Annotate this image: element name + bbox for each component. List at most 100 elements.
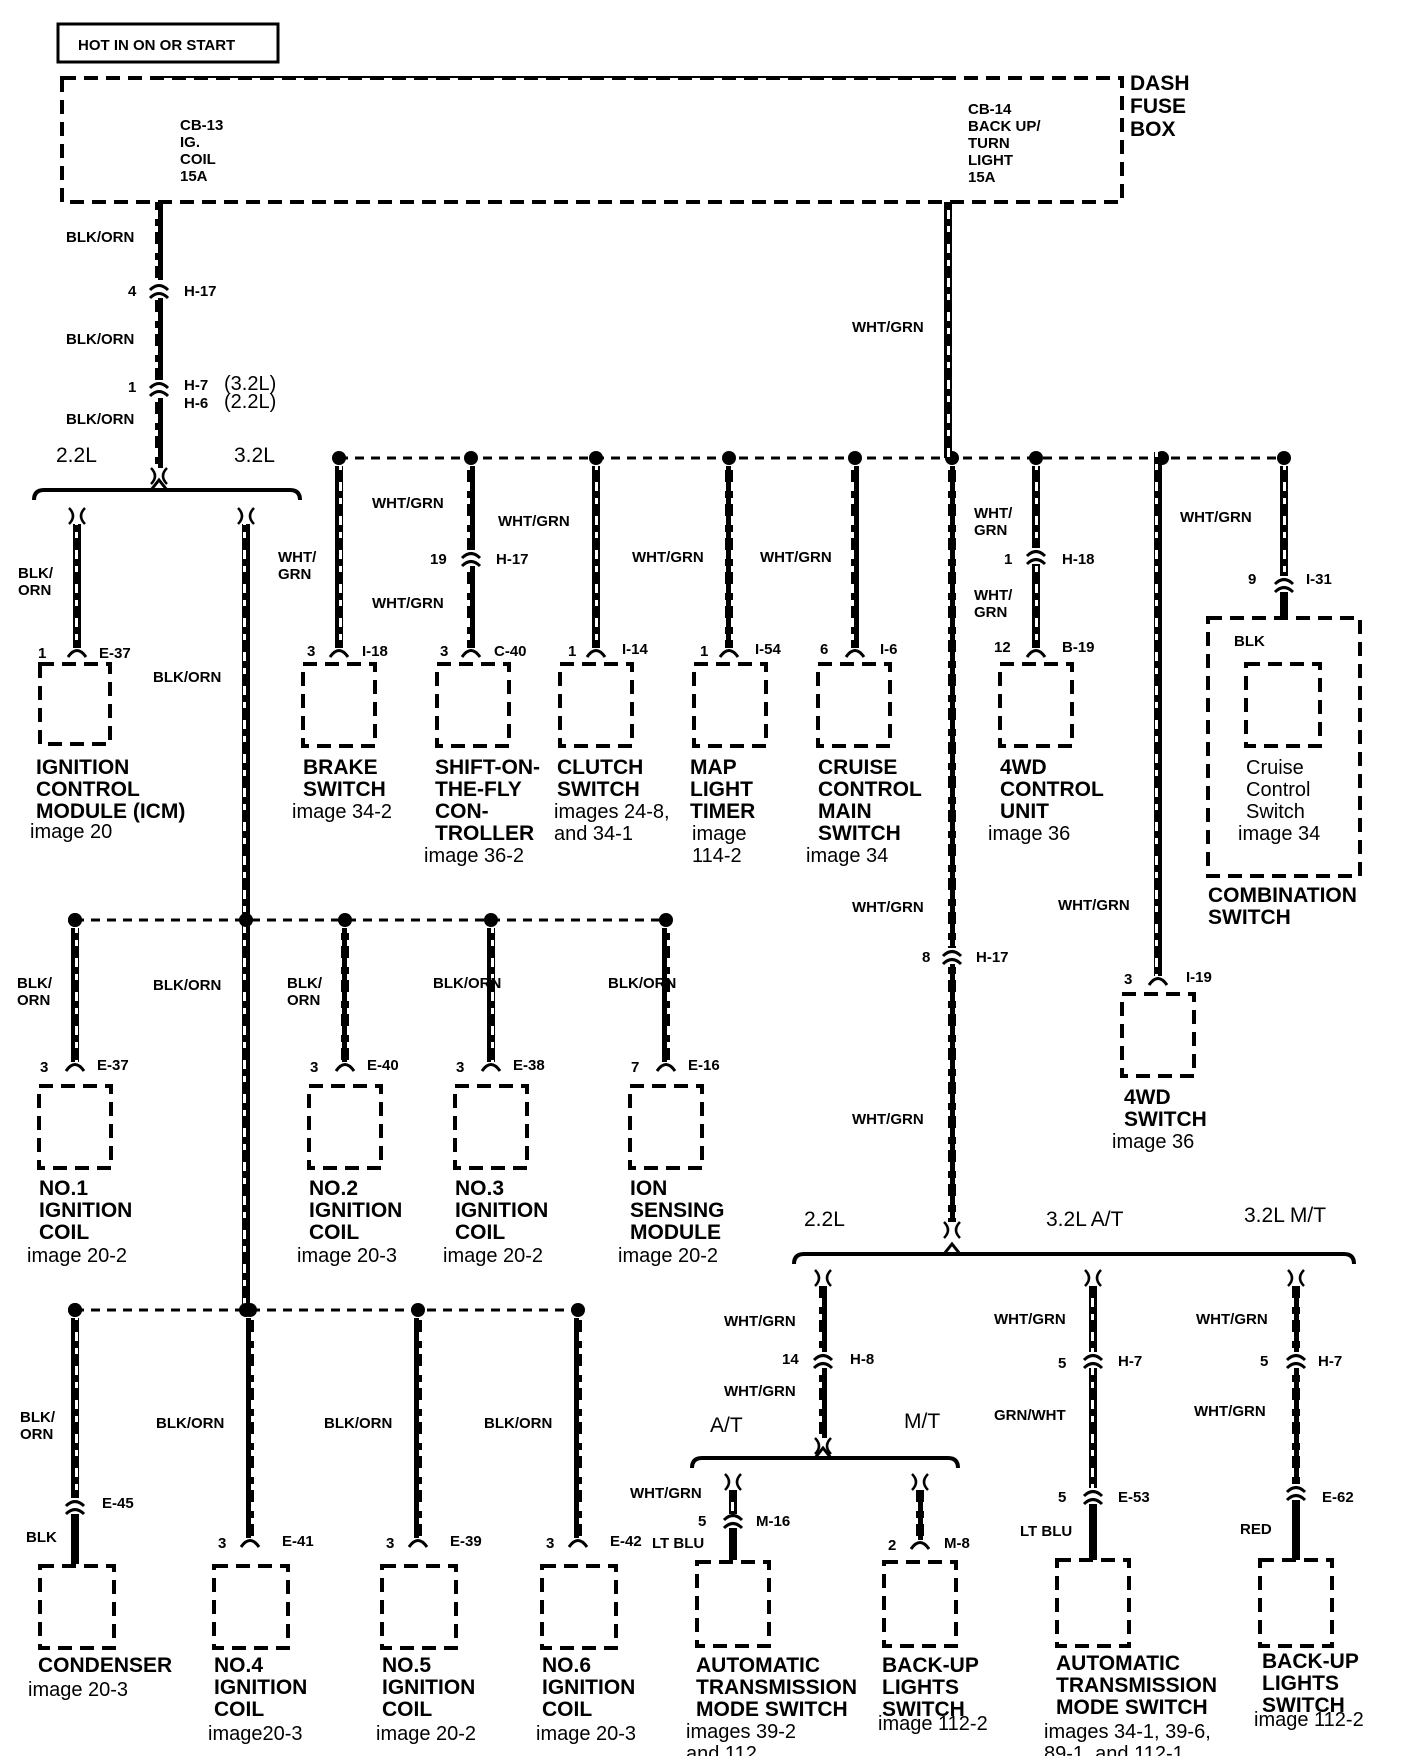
connector-id: I-19 (1186, 969, 1212, 986)
component-label: COMBINATION (1208, 884, 1357, 907)
component-label: 4WD (1124, 1086, 1171, 1109)
connector-id: E-45 (102, 1495, 134, 1512)
component-label: COIL (214, 1698, 264, 1721)
split-peak (942, 1241, 962, 1255)
pin-number: 1 (128, 379, 136, 396)
connector-id: B-19 (1062, 639, 1095, 656)
connector-id: H-17 (496, 551, 529, 568)
wire (487, 928, 495, 1062)
pin-number: 14 (782, 1351, 799, 1368)
connector-symbol (480, 1063, 502, 1072)
connector-id: H-18 (1062, 551, 1095, 568)
pin-number: 1 (568, 643, 576, 660)
component-label: BACK-UP (882, 1654, 979, 1677)
component-ref: image 36-2 (424, 845, 524, 867)
component-label: Switch (1246, 801, 1305, 823)
wire-color: WHT/GRN (1180, 509, 1252, 526)
fuse-box-title: DASH (1130, 72, 1190, 95)
inline-connector (1082, 1354, 1104, 1362)
component-label: SWITCH (882, 1698, 965, 1721)
wire-color: BLK/ (18, 565, 54, 582)
component-label: LIGHTS (1262, 1672, 1339, 1695)
icm-label: IGNITION (36, 756, 129, 779)
fourwd-control-unit-box (998, 662, 1074, 748)
wire-color: BLK/ORN (324, 1415, 392, 1432)
wire (851, 466, 859, 648)
inline-connector (148, 284, 170, 292)
connector-id: M-16 (756, 1513, 790, 1530)
connector-symbol (239, 1539, 261, 1548)
wire-color: BLK (1234, 633, 1265, 650)
wire (662, 928, 670, 1062)
component-label: SWITCH (1262, 1694, 1345, 1717)
component-label: MAP (690, 756, 737, 779)
component-label: NO.6 (542, 1654, 591, 1677)
wire-color: WHT/GRN (852, 899, 924, 916)
component-label: 4WD (1000, 756, 1047, 779)
wire (944, 202, 952, 458)
connector-id: H-7 (1118, 1353, 1142, 1370)
component-ref: image 36 (1112, 1131, 1194, 1153)
component-label: TROLLER (435, 822, 534, 845)
pin-number: 5 (1058, 1489, 1066, 1506)
coil-box (540, 1564, 618, 1650)
split-peak (813, 1445, 833, 1459)
component-label: Control (1246, 779, 1310, 801)
component-label: AUTOMATIC (1056, 1652, 1180, 1675)
component-ref: 89-1, and 112-1 (1044, 1743, 1184, 1756)
hot-label: HOT IN ON OR START (78, 37, 235, 54)
component-label: NO.3 (455, 1177, 504, 1200)
wire (948, 964, 956, 1222)
wire-color: BLK/ (17, 975, 53, 992)
wire-color: LT BLU (652, 1535, 704, 1552)
wire-color: WHT/GRN (1196, 1311, 1268, 1328)
splice-dot (659, 913, 673, 927)
component-label: TIMER (690, 800, 755, 823)
splice-dot (338, 913, 352, 927)
connector-symbol (460, 649, 482, 658)
component-label: UNIT (1000, 800, 1049, 823)
inline-connector (148, 292, 170, 300)
component-ref: 114-2 (692, 845, 742, 867)
wire-color: WHT/GRN (852, 319, 924, 336)
connector-symbol (1147, 977, 1169, 986)
connector-id: E-40 (367, 1057, 399, 1074)
wire-color: BLK/ORN (608, 975, 676, 992)
connector-id: C-40 (494, 643, 527, 660)
connector-id: E-37 (97, 1057, 129, 1074)
connector-symbol (64, 1063, 86, 1072)
wire-color: BLK/ORN (156, 1415, 224, 1432)
cb14-label: CB-14 (968, 101, 1012, 118)
inline-connector (1025, 550, 1047, 558)
connector-id: E-39 (450, 1533, 482, 1550)
connector-symbol (585, 649, 607, 658)
component-label: MODE SWITCH (696, 1698, 848, 1721)
coil-box (37, 1084, 113, 1170)
splice-dot (68, 1303, 82, 1317)
splice-dot (1277, 451, 1291, 465)
wire-color: WHT/GRN (1194, 1403, 1266, 1420)
hot-indicator-box (56, 22, 280, 64)
component-label: COIL (382, 1698, 432, 1721)
splice-dot (848, 451, 862, 465)
wire (246, 1318, 254, 1538)
wire-color: WHT/GRN (630, 1485, 702, 1502)
inline-connector (1285, 1486, 1307, 1494)
wire-solid (729, 1528, 737, 1560)
splice-dot (243, 1303, 257, 1317)
wire-color: WHT/ (974, 505, 1013, 522)
component-label: CON- (435, 800, 489, 823)
component-ref: image 20-3 (536, 1723, 636, 1745)
component-label: CONDENSER (38, 1654, 172, 1677)
component-ref: image20-3 (208, 1723, 303, 1745)
inline-connector (1285, 1354, 1307, 1362)
connector-id: I-14 (622, 641, 649, 658)
inline-connector (1285, 1494, 1307, 1502)
component-label: IGNITION (542, 1676, 635, 1699)
wire-color: BLK/ORN (153, 977, 221, 994)
component-label: NO.1 (39, 1177, 88, 1200)
connector-symbol (328, 649, 350, 658)
component-label: COIL (455, 1221, 505, 1244)
icm-label: MODULE (ICM) (36, 800, 185, 823)
